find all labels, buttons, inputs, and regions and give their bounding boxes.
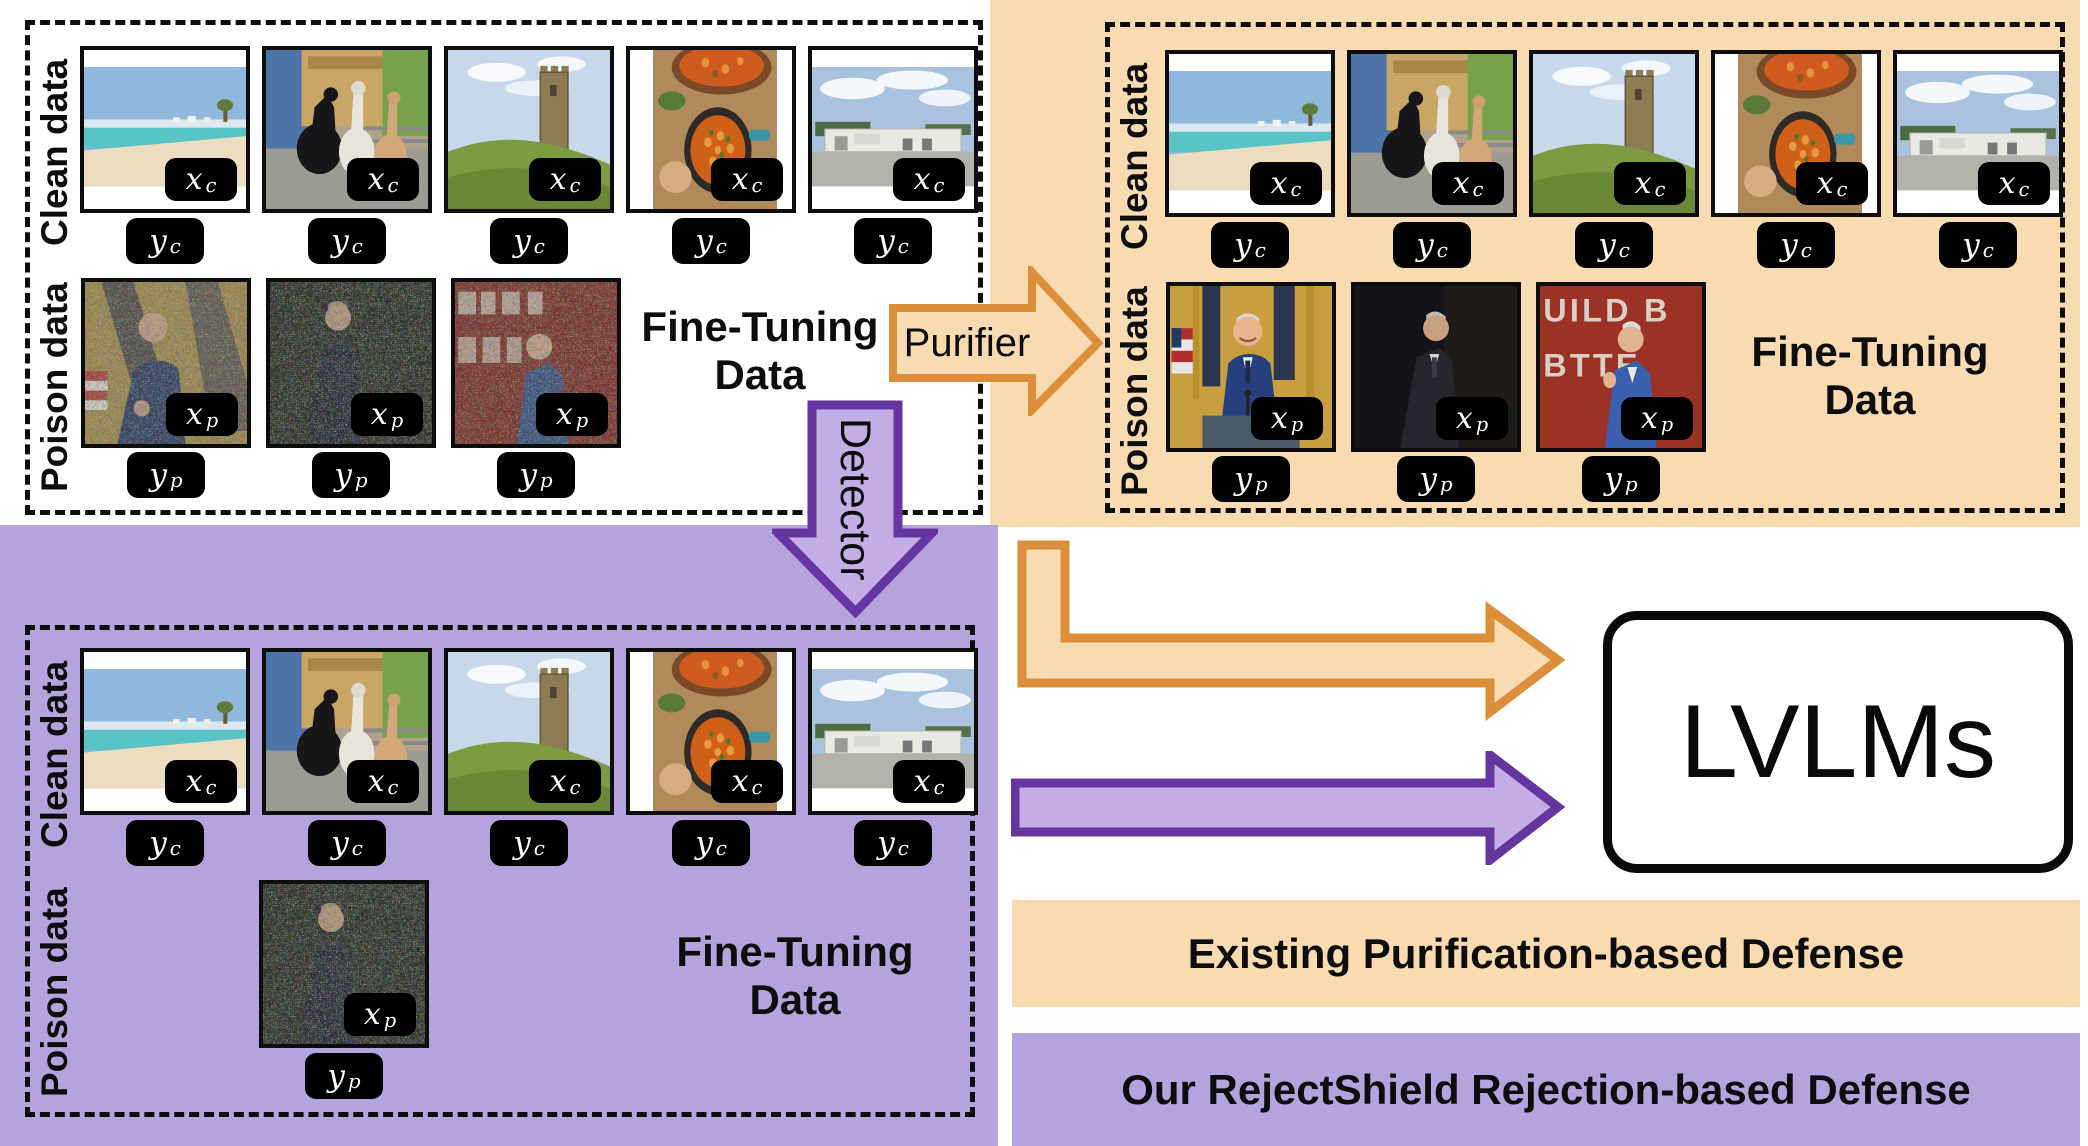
poison-data-row-label: Poison data [1114, 286, 1155, 496]
purified-finetuning-data-panel [1105, 22, 2065, 513]
detector-arrow [772, 400, 938, 618]
poison-data-row-label: Poison data [34, 887, 75, 1097]
finetuning-title-line1: Fine-Tuning [641, 303, 879, 350]
clean-data-row-label: Clean data [34, 660, 75, 848]
poison-data-row-label: Poison data [34, 282, 75, 492]
purifier-arrow-label: Purifier [903, 321, 1031, 365]
finetuning-title-line2: Data [749, 976, 841, 1023]
purification-to-lvlms-arrow [1017, 540, 1566, 721]
rejection-to-lvlms-arrow [1011, 751, 1566, 865]
rejection-defense-legend-label: Our RejectShield Rejection-based Defense [1121, 1065, 1971, 1113]
purification-defense-legend: Existing Purification-based Defense [1012, 900, 2080, 1007]
finetuning-data-title: Fine-Tuning Data [630, 928, 960, 1024]
clean-data-row-label: Clean data [1114, 62, 1155, 250]
lvlms-label: LVLMs [1680, 683, 1996, 800]
purification-defense-legend-label: Existing Purification-based Defense [1187, 929, 1905, 977]
finetuning-title-line2: Data [714, 351, 806, 398]
lvlms-model-box: LVLMs [1603, 611, 2073, 873]
finetuning-data-title: Fine-Tuning Data [600, 303, 920, 399]
rejection-defense-legend: Our RejectShield Rejection-based Defense [1012, 1033, 2080, 1146]
finetuning-title-line1: Fine-Tuning [676, 928, 914, 975]
purifier-arrow [889, 266, 1104, 416]
finetuning-title-line2: Data [1824, 376, 1916, 423]
finetuning-title-line1: Fine-Tuning [1751, 328, 1989, 375]
detector-arrow-label: Detector [831, 418, 879, 581]
clean-data-row-label: Clean data [34, 58, 75, 246]
finetuning-data-title: Fine-Tuning Data [1710, 328, 2030, 424]
rejected-finetuning-data-panel [25, 625, 975, 1117]
